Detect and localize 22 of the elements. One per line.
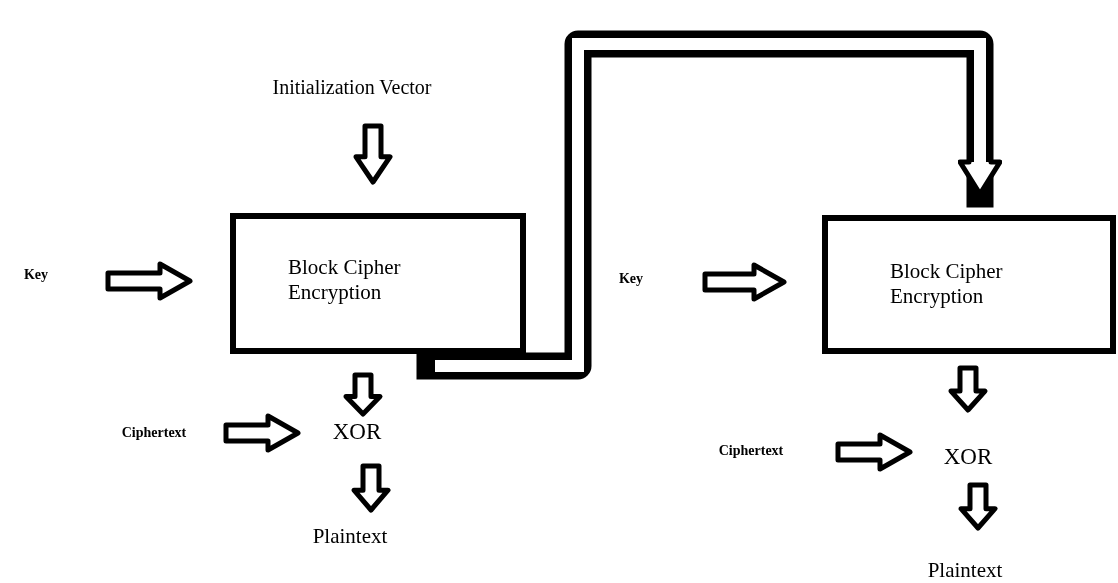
block-arrow — [958, 482, 998, 531]
node-label: Plaintext — [926, 558, 1004, 583]
process-box — [230, 213, 526, 354]
box-label: Block Cipher Encryption — [288, 255, 402, 306]
node-label: Key — [22, 266, 50, 284]
block-arrow — [948, 365, 988, 413]
block-arrow — [343, 372, 383, 417]
block-arrow — [353, 123, 393, 185]
node-label: XOR — [331, 418, 383, 446]
node-label: Ciphertext — [120, 424, 188, 442]
box-label: Block Cipher Encryption — [890, 259, 1004, 310]
node-label: Plaintext — [311, 523, 389, 550]
node-label: Ciphertext — [717, 442, 785, 460]
node-label: Initialization Vector — [271, 75, 433, 100]
node-label: XOR — [942, 443, 994, 471]
block-arrow — [702, 262, 787, 302]
block-arrow — [223, 413, 301, 453]
node-label: Key — [617, 270, 645, 288]
block-arrow — [835, 432, 913, 472]
block-arrow — [351, 463, 391, 513]
process-box — [822, 215, 1116, 354]
block-arrow — [105, 261, 193, 301]
